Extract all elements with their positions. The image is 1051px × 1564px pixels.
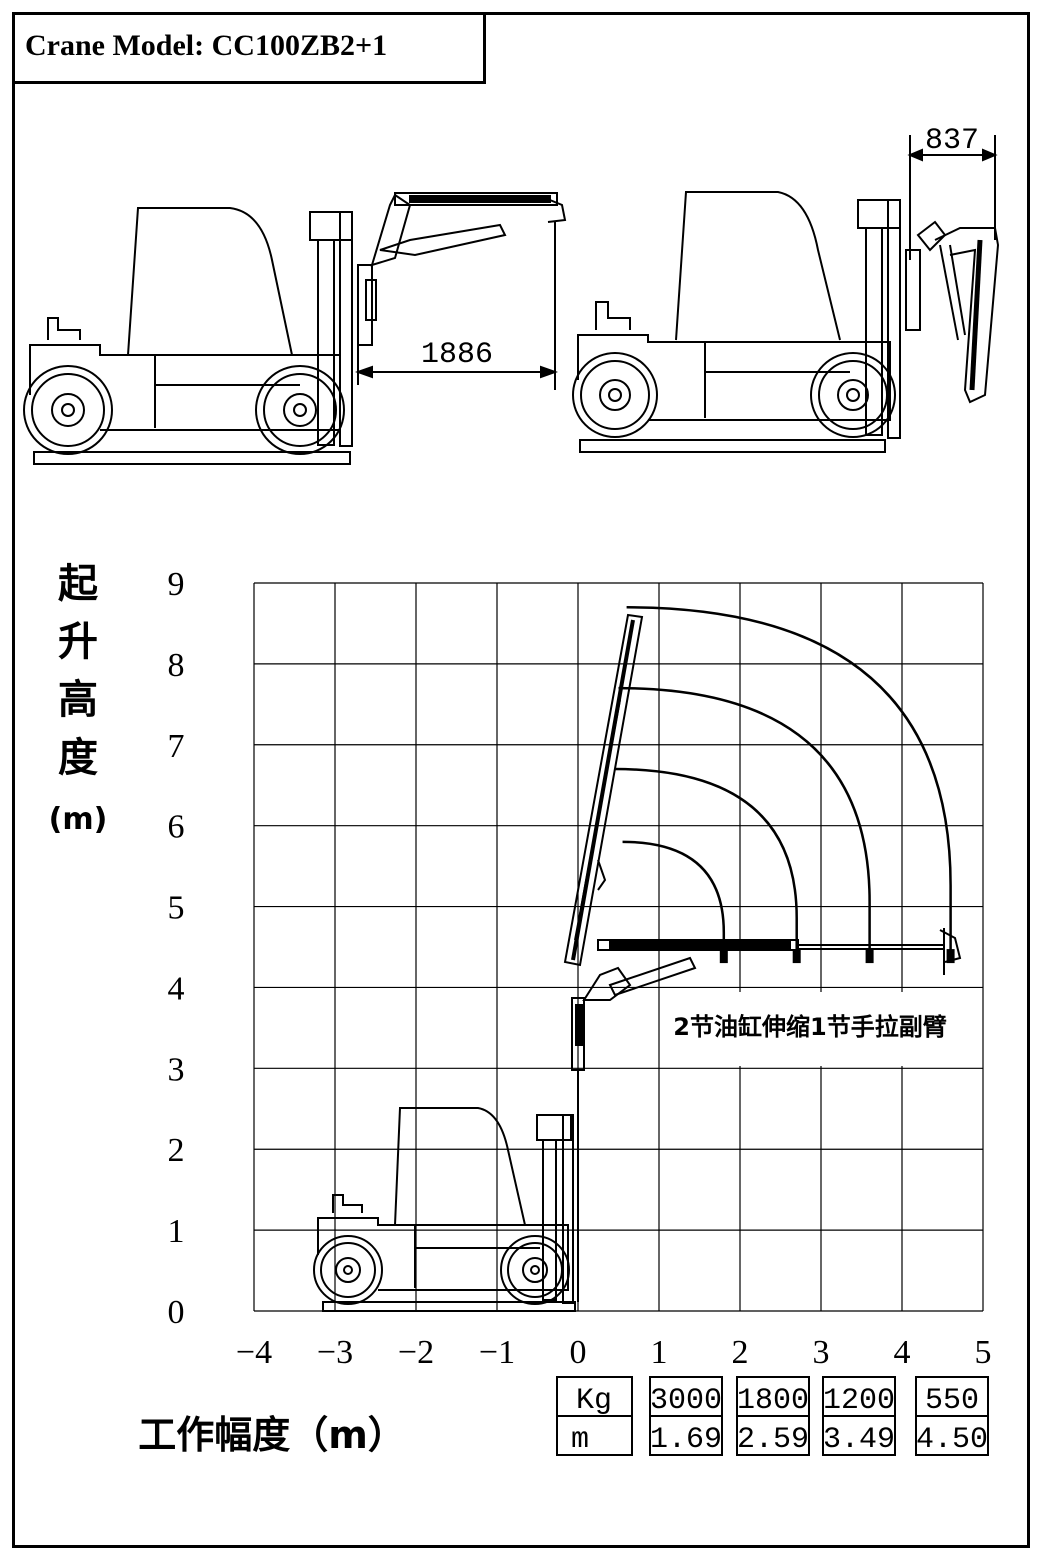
- y-tick-label: 7: [168, 728, 185, 765]
- y-tick-label: 6: [168, 809, 185, 846]
- y-tick-label: 0: [168, 1294, 185, 1331]
- chassis-2: [577, 334, 891, 421]
- front-wheel-2: [810, 352, 896, 438]
- table-kg-value: 1200: [823, 1384, 895, 1418]
- y-tick-label: 9: [168, 566, 185, 603]
- mast: [317, 239, 335, 446]
- chart-rear-wheel: [313, 1235, 383, 1305]
- dimension-837: 837: [925, 124, 979, 158]
- page-title: Crane Model: CC100ZB2+1: [25, 29, 388, 62]
- horizontal-boom: [394, 192, 558, 206]
- knuckle-arm: [370, 193, 412, 267]
- y-tick-label: 3: [168, 1051, 185, 1088]
- x-tick-label: 3: [813, 1334, 830, 1371]
- reach-arc: [626, 606, 952, 956]
- annotation-panel: [662, 992, 980, 1066]
- chart-forklift: [313, 613, 962, 1312]
- y-tick-label: 2: [168, 1132, 185, 1169]
- x-tick-label: −2: [398, 1334, 434, 1371]
- reach-arc: [614, 767, 798, 956]
- table-m-value: 3.49: [823, 1423, 895, 1457]
- table-kg-value: 3000: [650, 1384, 722, 1418]
- seat: [47, 317, 81, 340]
- table-header-m: m: [571, 1423, 589, 1457]
- x-tick-label: 0: [570, 1334, 587, 1371]
- y-tick-label: 5: [168, 890, 185, 927]
- y-axis-label-char: 起: [58, 561, 99, 607]
- cab-frame: [127, 207, 293, 356]
- y-tick-label: 4: [168, 970, 185, 1007]
- ground-plate-2: [579, 439, 886, 453]
- y-axis-label-char: 度: [58, 735, 98, 781]
- chart-cab-frame: [394, 1107, 526, 1226]
- y-axis-label-char: 升: [58, 619, 98, 665]
- arc-hook: [946, 949, 955, 964]
- boom-annotation: 2节油缸伸缩1节手拉副臂: [673, 1013, 946, 1041]
- x-tick-label: 4: [894, 1334, 911, 1371]
- arc-hook: [719, 949, 728, 964]
- rear-wheel: [23, 365, 113, 455]
- side-view-folded: [572, 135, 1000, 453]
- title-box: Crane Model: CC100ZB2+1: [12, 12, 486, 84]
- x-tick-label: −1: [479, 1334, 515, 1371]
- load-table: Kg m 3000 1.69 1800 2.59 1200 3.49 550 4.50: [556, 1376, 989, 1457]
- table-m-value: 4.50: [916, 1423, 988, 1457]
- ground-plate: [33, 451, 351, 465]
- arc-hook: [865, 949, 874, 964]
- table-m-value: 1.69: [650, 1423, 722, 1457]
- reach-arcs: [614, 606, 955, 964]
- reach-arc: [618, 686, 871, 956]
- chart-front-wheel: [500, 1235, 570, 1305]
- reach-arc: [622, 840, 726, 956]
- x-tick-labels: −4 −3 −2 −1 0 1 2 3 4 5: [236, 1334, 992, 1371]
- crane-column: [357, 264, 373, 346]
- x-tick-label: 2: [732, 1334, 749, 1371]
- y-tick-labels: 0 1 2 3 4 5 6 7 8 9: [168, 566, 185, 1331]
- x-tick-label: −4: [236, 1334, 272, 1371]
- table-kg-value: 1800: [737, 1384, 809, 1418]
- x-axis-label: 工作幅度（m）: [138, 1413, 406, 1457]
- folded-crane-column: [905, 249, 921, 331]
- y-tick-label: 1: [168, 1213, 185, 1250]
- chassis: [29, 344, 341, 431]
- chart-knuckle: [582, 966, 632, 1001]
- dimension-1886: 1886: [421, 338, 493, 372]
- cab-frame-2: [675, 191, 841, 341]
- front-wheel: [255, 365, 345, 455]
- y-tick-label: 8: [168, 647, 185, 684]
- arc-hook: [792, 949, 801, 964]
- y-axis-label-char: 高: [58, 677, 98, 723]
- folded-boom: [934, 227, 1000, 404]
- outer-frame: [12, 12, 1030, 1548]
- table-kg-value: 550: [925, 1384, 979, 1418]
- x-tick-label: −3: [317, 1334, 353, 1371]
- side-view-extended: [23, 192, 567, 465]
- rear-wheel-2: [572, 352, 658, 438]
- y-axis-label-char: (m): [49, 802, 108, 837]
- chart-raised-boom: [563, 613, 644, 967]
- x-tick-label: 1: [651, 1334, 668, 1371]
- x-tick-label: 5: [975, 1334, 992, 1371]
- table-m-value: 2.59: [737, 1423, 809, 1457]
- table-header-kg: Kg: [576, 1384, 612, 1418]
